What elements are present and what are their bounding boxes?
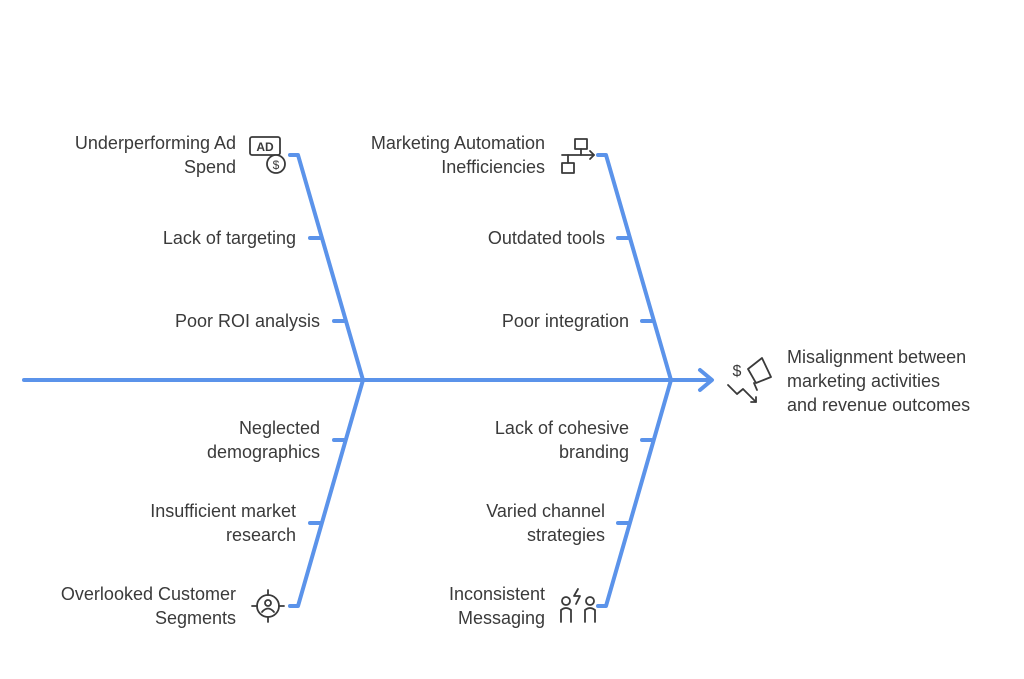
cause-poor-integration: Poor integration: [501, 311, 629, 331]
people-conflict-icon: [560, 588, 596, 623]
spine: [22, 368, 714, 392]
cause-insufficient-market-research: Insufficient market research: [150, 501, 296, 545]
megaphone-dollar-trend-down-icon: $: [727, 357, 772, 403]
cause-lack-of-cohesive-branding: Lack of cohesive branding: [494, 418, 629, 462]
spine-arrowhead: [698, 368, 714, 392]
bone-automation: [596, 153, 673, 382]
workflow-icon: [561, 138, 595, 174]
bone-messaging: [596, 378, 673, 608]
cause-outdated-tools: Outdated tools: [487, 228, 605, 248]
category-label-messaging: Inconsistent Messaging: [448, 584, 545, 628]
cause-neglected-demographics: Neglected demographics: [206, 418, 320, 462]
category-label-ad-spend: Underperforming Ad Spend: [74, 133, 236, 177]
svg-text:AD: AD: [256, 140, 274, 154]
effect-label: Misalignment between marketing activitie…: [787, 347, 971, 415]
svg-text:$: $: [273, 158, 280, 172]
cause-varied-channel-strategies: Varied channel strategies: [486, 501, 605, 545]
cause-lack-of-targeting: Lack of targeting: [162, 228, 296, 248]
category-label-segments: Overlooked Customer Segments: [60, 584, 236, 628]
bone-segments: [288, 378, 365, 608]
target-user-icon: [251, 589, 285, 623]
bone-ad-spend: [288, 153, 365, 382]
cause-poor-roi-analysis: Poor ROI analysis: [174, 311, 320, 331]
ad-dollar-icon: AD $: [249, 136, 286, 174]
svg-text:$: $: [733, 363, 742, 380]
category-label-automation: Marketing Automation Inefficiencies: [370, 133, 545, 177]
